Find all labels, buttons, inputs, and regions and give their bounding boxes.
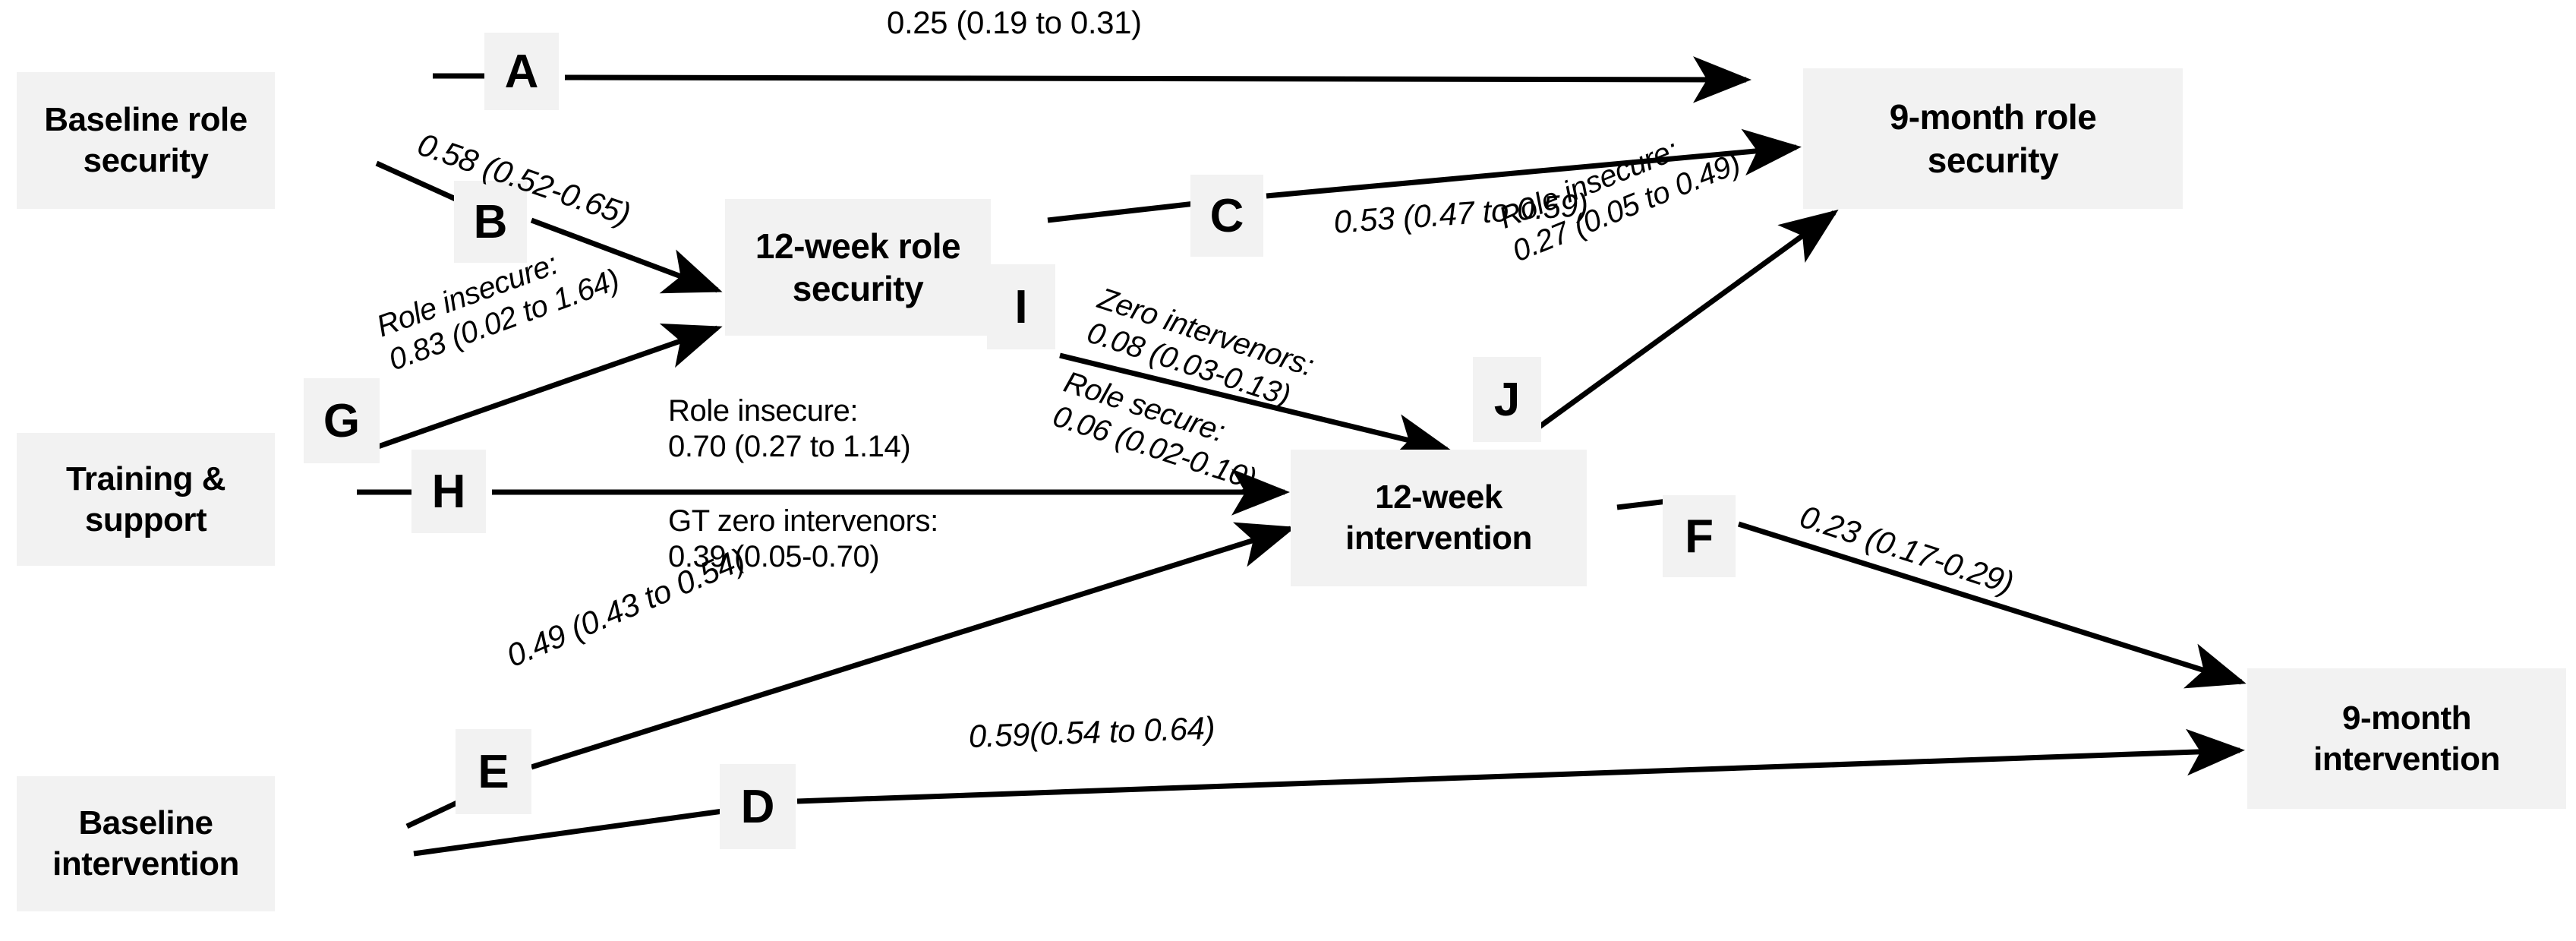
coef-GT: GT zero intervenors: 0.39 (0.05-0.70) [668,504,938,574]
node-baseline-intervention: Baseline intervention [17,776,275,911]
coef-A: 0.25 (0.19 to 0.31) [887,5,1142,40]
path-label-d: D [720,764,796,849]
path-label-h: H [411,450,486,533]
path-label-i: I [987,264,1055,349]
node-twelve-week-role-security: 12-week role security [725,199,991,336]
edge-E [405,522,1296,829]
node-nine-month-role-security: 9-month role security [1803,68,2183,209]
edge-F [1616,498,2247,689]
edge-C [1047,128,1802,223]
path-label-e: E [456,729,531,814]
path-label-c: C [1190,175,1263,257]
node-nine-month-intervention: 9-month intervention [2247,668,2566,809]
path-label-a: A [484,33,559,110]
edge-G [377,323,723,450]
edge-A [433,56,1751,103]
path-label-j: J [1473,357,1541,442]
node-baseline-role-security: Baseline role security [17,72,275,209]
edge-D [413,728,2245,857]
node-training-and-support: Training & support [17,433,275,566]
edge-J [1533,209,1839,432]
node-twelve-week-intervention: 12-week intervention [1291,450,1587,586]
path-label-b: B [454,181,527,263]
path-label-g: G [304,378,380,463]
edge-I [1059,352,1452,460]
edge-B [375,160,723,294]
coef-H: Role insecure: 0.70 (0.27 to 1.14) [668,394,911,464]
path-label-f: F [1663,495,1736,577]
